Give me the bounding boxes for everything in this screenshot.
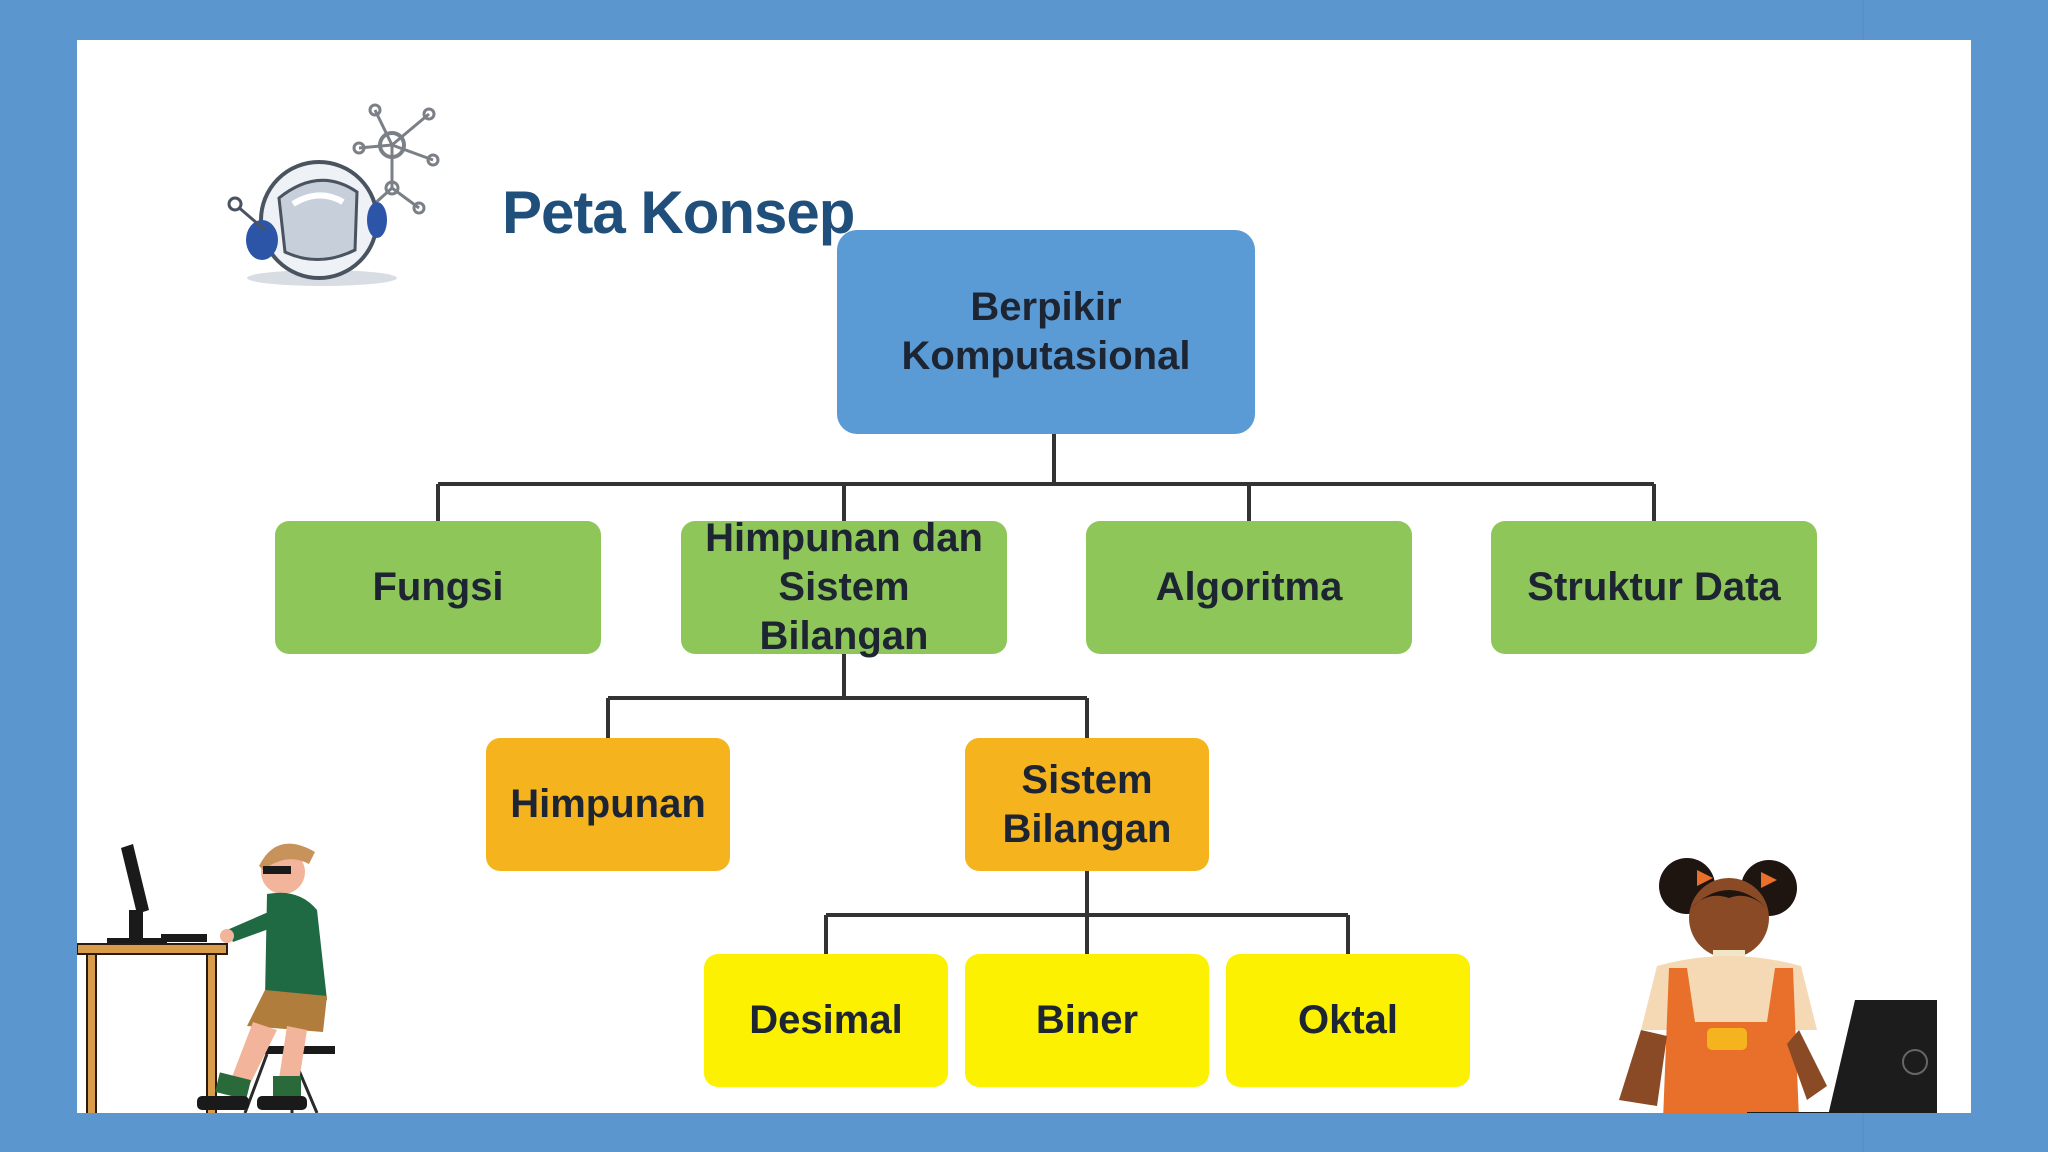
edge-divider-bottom xyxy=(1862,1113,1864,1152)
person-at-computer-desk-illustration xyxy=(77,843,335,1113)
node-desimal: Desimal xyxy=(704,954,948,1087)
page-title: Peta Konsep xyxy=(502,179,855,246)
node-biner: Biner xyxy=(965,954,1209,1087)
node-algoritma: Algoritma xyxy=(1086,521,1412,654)
node-berpikir-komputasional: Berpikir Komputasional xyxy=(837,230,1255,434)
node-fungsi: Fungsi xyxy=(275,521,601,654)
node-struktur-data: Struktur Data xyxy=(1491,521,1817,654)
concept-map-connectors xyxy=(436,434,1656,954)
slide-panel: Peta Konsep Berpikir Komputasional Fung xyxy=(77,40,1971,1113)
girl-with-laptop-illustration xyxy=(1619,858,1937,1113)
astronaut-helmet-network-icon xyxy=(227,103,440,286)
node-sistem-bilangan: Sistem Bilangan xyxy=(965,738,1209,871)
node-oktal: Oktal xyxy=(1226,954,1470,1087)
node-himpunan: Himpunan xyxy=(486,738,730,871)
node-himpunan-dan-sistem-bilangan: Himpunan dan Sistem Bilangan xyxy=(681,516,1007,658)
title-area: Peta Konsep xyxy=(207,80,855,286)
edge-divider-top xyxy=(1862,0,1864,40)
